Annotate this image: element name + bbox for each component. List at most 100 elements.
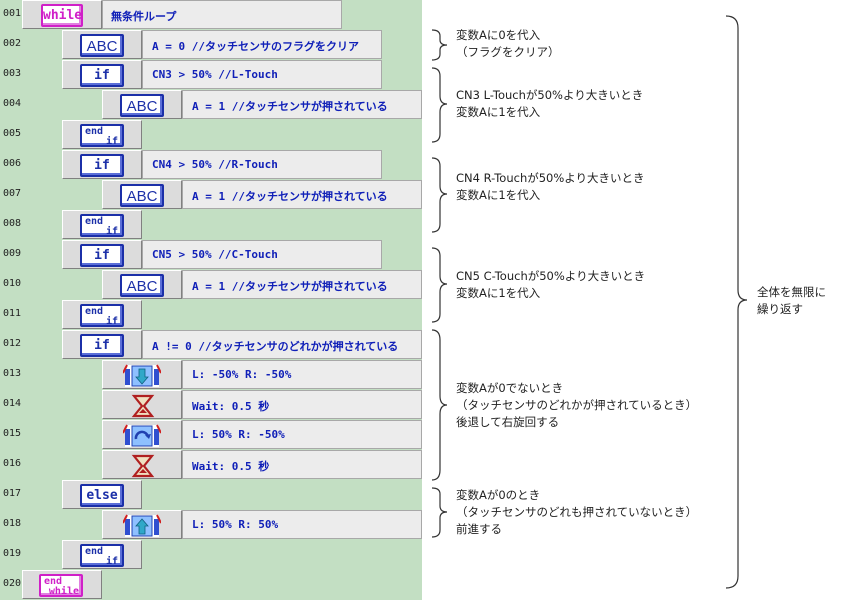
block-area[interactable]: ABC xyxy=(102,270,182,299)
brace-1 xyxy=(431,29,448,61)
brace-2 xyxy=(431,67,448,143)
program-line: 006 if CN4 > 50% //R-Touch xyxy=(0,150,422,180)
annotation-line: 全体を無限に xyxy=(757,285,826,299)
brace-5 xyxy=(431,329,448,481)
block-area[interactable] xyxy=(102,420,182,449)
abc-button[interactable]: ABC xyxy=(120,274,164,297)
code-cell[interactable]: Wait: 0.5 秒 xyxy=(182,390,422,419)
annotation-line: 前進する xyxy=(456,522,502,536)
block-area[interactable]: end if xyxy=(62,120,142,149)
annotation-line: 後退して右旋回する xyxy=(456,415,560,429)
robot-forward-icon[interactable] xyxy=(123,513,161,539)
code-cell[interactable]: A != 0 //タッチセンサのどれかが押されている xyxy=(142,330,422,359)
robot-backward-icon[interactable] xyxy=(123,363,161,389)
annotation-4: CN5 C-Touchが50%より大きいとき 変数Aに1を代入 xyxy=(456,268,645,302)
hourglass-icon[interactable] xyxy=(131,394,155,418)
end-if-button[interactable]: end if xyxy=(80,544,124,567)
end-while-button[interactable]: end while xyxy=(39,574,83,597)
code-cell[interactable]: A = 1 //タッチセンサが押されている xyxy=(182,90,422,119)
code-cell[interactable]: A = 0 //タッチセンサのフラグをクリア xyxy=(142,30,382,59)
hourglass-icon[interactable] xyxy=(131,454,155,478)
end-if-button[interactable]: end if xyxy=(80,214,124,237)
block-area[interactable] xyxy=(102,360,182,389)
brace-6 xyxy=(431,487,448,538)
block-area[interactable]: if xyxy=(62,240,142,269)
robot-rotate-right-icon[interactable] xyxy=(123,423,161,449)
while-button[interactable]: while xyxy=(41,4,83,27)
if-label: if xyxy=(105,136,118,147)
program-line: 018 L: 50% R: 50% xyxy=(0,510,422,540)
block-area[interactable]: ABC xyxy=(102,180,182,209)
annotation-line: 繰り返す xyxy=(757,302,803,316)
code-cell[interactable]: L: 50% R: 50% xyxy=(182,510,422,539)
code-text: A = 1 //タッチセンサが押されている xyxy=(192,280,388,293)
code-cell[interactable]: A = 1 //タッチセンサが押されている xyxy=(182,270,422,299)
program-line: 003 if CN3 > 50% //L-Touch xyxy=(0,60,422,90)
block-area[interactable]: while xyxy=(22,0,102,29)
annotation-line: （タッチセンサのどれも押されていないとき） xyxy=(456,505,698,519)
else-button[interactable]: else xyxy=(80,484,124,507)
code-cell[interactable]: L: -50% R: -50% xyxy=(182,360,422,389)
abc-button[interactable]: ABC xyxy=(120,184,164,207)
line-number: 012 xyxy=(3,338,22,349)
end-if-button[interactable]: end if xyxy=(80,124,124,147)
end-label: end xyxy=(85,126,104,137)
block-area[interactable]: else xyxy=(62,480,142,509)
line-number: 004 xyxy=(3,98,22,109)
if-button[interactable]: if xyxy=(80,334,124,357)
block-area[interactable]: if xyxy=(62,330,142,359)
block-area[interactable] xyxy=(102,510,182,539)
line-number: 013 xyxy=(3,368,22,379)
annotation-line: 変数Aに1を代入 xyxy=(456,286,541,300)
line-number: 020 xyxy=(3,578,22,589)
code-cell[interactable]: 無条件ループ xyxy=(102,0,342,29)
line-number: 011 xyxy=(3,308,22,319)
program-line: 017 else xyxy=(0,480,422,510)
abc-button[interactable]: ABC xyxy=(120,94,164,117)
brace-4 xyxy=(431,247,448,323)
code-text: A = 0 //タッチセンサのフラグをクリア xyxy=(152,40,359,53)
program-line: 016 Wait: 0.5 秒 xyxy=(0,450,422,480)
line-number: 001 xyxy=(3,8,22,19)
block-area[interactable]: end if xyxy=(62,300,142,329)
code-text: L: 50% R: -50% xyxy=(192,428,285,441)
line-number: 017 xyxy=(3,488,22,499)
if-button[interactable]: if xyxy=(80,154,124,177)
block-area[interactable]: if xyxy=(62,60,142,89)
if-button[interactable]: if xyxy=(80,64,124,87)
annotation-line: CN4 R-Touchが50%より大きいとき xyxy=(456,171,645,185)
annotation-3: CN4 R-Touchが50%より大きいとき 変数Aに1を代入 xyxy=(456,170,645,204)
program-line: 010 ABC A = 1 //タッチセンサが押されている xyxy=(0,270,422,300)
block-area[interactable]: ABC xyxy=(62,30,142,59)
annotation-line: CN3 L-Touchが50%より大きいとき xyxy=(456,88,644,102)
block-area[interactable]: end if xyxy=(62,540,142,569)
end-label: end xyxy=(85,216,104,227)
program-line: 012 if A != 0 //タッチセンサのどれかが押されている xyxy=(0,330,422,360)
block-area[interactable]: end if xyxy=(62,210,142,239)
block-area[interactable]: end while xyxy=(22,570,102,599)
line-number: 015 xyxy=(3,428,22,439)
abc-button[interactable]: ABC xyxy=(80,34,124,57)
code-cell[interactable]: L: 50% R: -50% xyxy=(182,420,422,449)
line-number: 014 xyxy=(3,398,22,409)
brace-7 xyxy=(725,15,748,589)
code-cell[interactable]: A = 1 //タッチセンサが押されている xyxy=(182,180,422,209)
block-area[interactable] xyxy=(102,390,182,419)
program-editor: 001 while 無条件ループ 002 ABC A = 0 //タッチセンサの… xyxy=(0,0,422,600)
code-cell[interactable]: CN3 > 50% //L-Touch xyxy=(142,60,382,89)
code-text: Wait: 0.5 秒 xyxy=(192,460,270,473)
block-area[interactable]: if xyxy=(62,150,142,179)
if-button[interactable]: if xyxy=(80,244,124,267)
program-line: 011 end if xyxy=(0,300,422,330)
annotation-line: （タッチセンサのどれかが押されているとき） xyxy=(456,398,698,412)
if-label: if xyxy=(105,316,118,327)
block-area[interactable]: ABC xyxy=(102,90,182,119)
block-area[interactable] xyxy=(102,450,182,479)
end-if-button[interactable]: end if xyxy=(80,304,124,327)
annotation-line: CN5 C-Touchが50%より大きいとき xyxy=(456,269,646,283)
while-label: while xyxy=(48,586,79,597)
code-cell[interactable]: CN5 > 50% //C-Touch xyxy=(142,240,382,269)
line-number: 003 xyxy=(3,68,22,79)
code-cell[interactable]: Wait: 0.5 秒 xyxy=(182,450,422,479)
code-cell[interactable]: CN4 > 50% //R-Touch xyxy=(142,150,382,179)
